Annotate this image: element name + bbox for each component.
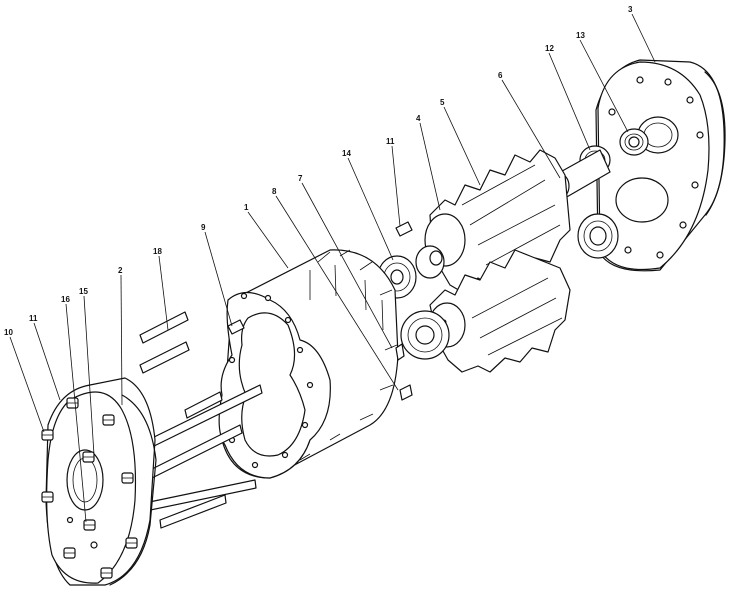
bushing-upper xyxy=(415,245,445,279)
callout-4: 4 xyxy=(416,114,421,123)
callout-12: 11 xyxy=(386,137,395,146)
end-cover-rear xyxy=(595,59,726,272)
callout-3: 3 xyxy=(628,5,633,14)
callout-13: 12 xyxy=(545,44,554,53)
pin-12 xyxy=(395,221,413,237)
callout-2: 2 xyxy=(118,266,123,275)
callout-6: 6 xyxy=(498,71,503,80)
callout-7: 7 xyxy=(298,174,303,183)
callout-18: 18 xyxy=(153,247,162,256)
end-cover-front-2 xyxy=(45,377,157,586)
callout-10: 10 xyxy=(4,328,13,337)
leader-lines xyxy=(9,13,656,523)
callout-9: 9 xyxy=(201,223,206,232)
bearing-lower-front xyxy=(400,310,450,360)
callout-16: 15 xyxy=(79,287,88,296)
callout-17: 16 xyxy=(61,295,70,304)
dowel-pin-9 xyxy=(227,319,245,335)
callout-11: 11 xyxy=(29,314,38,323)
cover-bolts xyxy=(41,397,138,579)
callout-14: 13 xyxy=(576,31,585,40)
bearing-lower-rear xyxy=(577,213,619,259)
pump-body-1 xyxy=(218,249,399,479)
callout-1: 1 xyxy=(244,203,249,212)
dowel-pin-right xyxy=(395,343,413,401)
callout-labels: 3 13 12 6 5 4 11 14 7 8 1 9 18 2 15 16 1… xyxy=(4,5,633,337)
callout-15: 14 xyxy=(342,149,351,158)
callout-5: 5 xyxy=(440,98,445,107)
bearing-14 xyxy=(619,128,649,156)
callout-8: 8 xyxy=(272,187,277,196)
